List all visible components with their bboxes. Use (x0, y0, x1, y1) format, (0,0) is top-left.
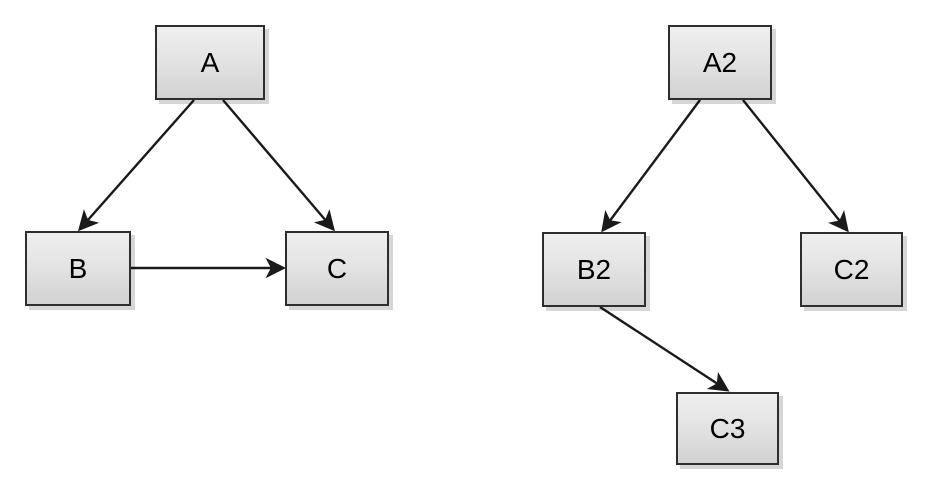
node-c3[interactable]: C3 (676, 392, 779, 465)
node-a[interactable]: A (155, 25, 265, 100)
edge-a2-to-c2[interactable] (742, 99, 849, 233)
node-label: C2 (833, 253, 870, 285)
node-label: A2 (702, 46, 738, 78)
node-label: B (68, 252, 88, 284)
node-label: C3 (709, 412, 746, 444)
node-c2[interactable]: C2 (800, 232, 903, 307)
node-a2[interactable]: A2 (668, 25, 772, 100)
edge-b2-to-c3[interactable] (599, 305, 730, 392)
node-label: B2 (576, 253, 612, 285)
node-label: A (200, 46, 220, 78)
node-label: C (326, 252, 348, 284)
node-b2[interactable]: B2 (542, 232, 646, 307)
edge-a2-to-b2[interactable] (601, 99, 701, 233)
edge-a-to-b[interactable] (78, 99, 195, 232)
node-b[interactable]: B (25, 231, 131, 306)
node-c[interactable]: C (285, 231, 389, 306)
edge-a-to-c[interactable] (222, 99, 335, 232)
